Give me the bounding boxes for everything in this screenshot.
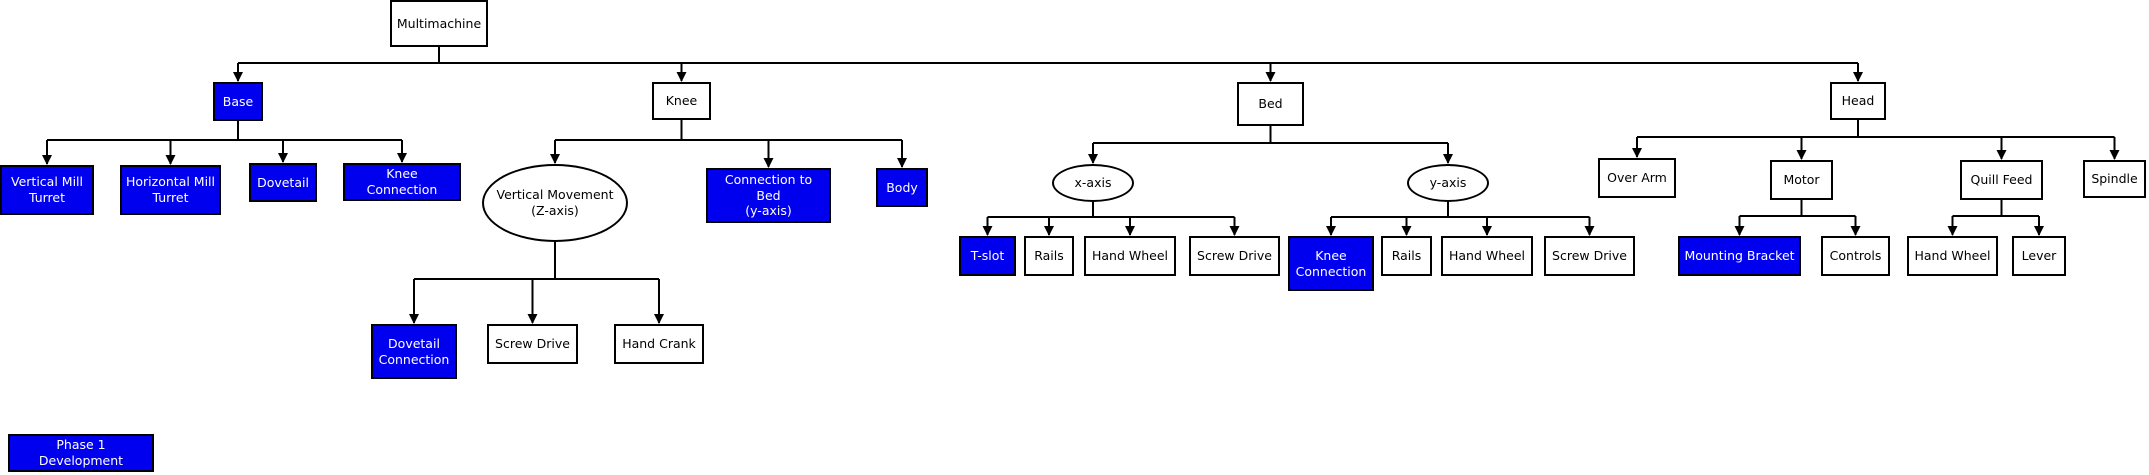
node-knee: Knee	[652, 82, 711, 120]
node-mounting-bracket: Mounting Bracket	[1678, 236, 1801, 276]
node-head: Head	[1830, 82, 1886, 120]
node-quill-feed: Quill Feed	[1960, 160, 2043, 200]
node-spindle: Spindle	[2083, 160, 2146, 198]
node-dovetail: Dovetail	[249, 163, 317, 202]
node-y-axis: y-axis	[1407, 164, 1489, 202]
node-vertical-movement: Vertical Movement(Z-axis)	[482, 164, 628, 242]
node-motor: Motor	[1770, 160, 1833, 200]
node-base: Base	[213, 82, 263, 121]
node-q-hand-wheel: Hand Wheel	[1907, 236, 1998, 276]
node-lever: Lever	[2012, 236, 2066, 276]
node-knee-connection: Knee Connection	[343, 163, 461, 201]
legend-phase1-swatch: Phase 1 Development	[8, 434, 154, 472]
node-y-hand-wheel: Hand Wheel	[1441, 236, 1533, 276]
node-over-arm: Over Arm	[1598, 158, 1676, 198]
node-multimachine: Multimachine	[390, 0, 488, 47]
node-hand-crank: Hand Crank	[614, 324, 704, 364]
node-x-screw-drive: Screw Drive	[1189, 236, 1280, 276]
node-x-hand-wheel: Hand Wheel	[1084, 236, 1176, 276]
node-y-screw-drive: Screw Drive	[1544, 236, 1635, 276]
node-x-rails: Rails	[1024, 236, 1074, 276]
node-bed: Bed	[1237, 82, 1304, 126]
node-connection-to-bed: Connection to Bed(y-axis)	[706, 168, 831, 223]
node-t-slot: T-slot	[959, 236, 1016, 276]
node-y-rails: Rails	[1381, 236, 1432, 276]
node-body: Body	[876, 168, 928, 207]
node-controls: Controls	[1821, 236, 1890, 276]
node-knee-screw-drive: Screw Drive	[487, 324, 578, 364]
node-x-axis: x-axis	[1052, 164, 1134, 202]
